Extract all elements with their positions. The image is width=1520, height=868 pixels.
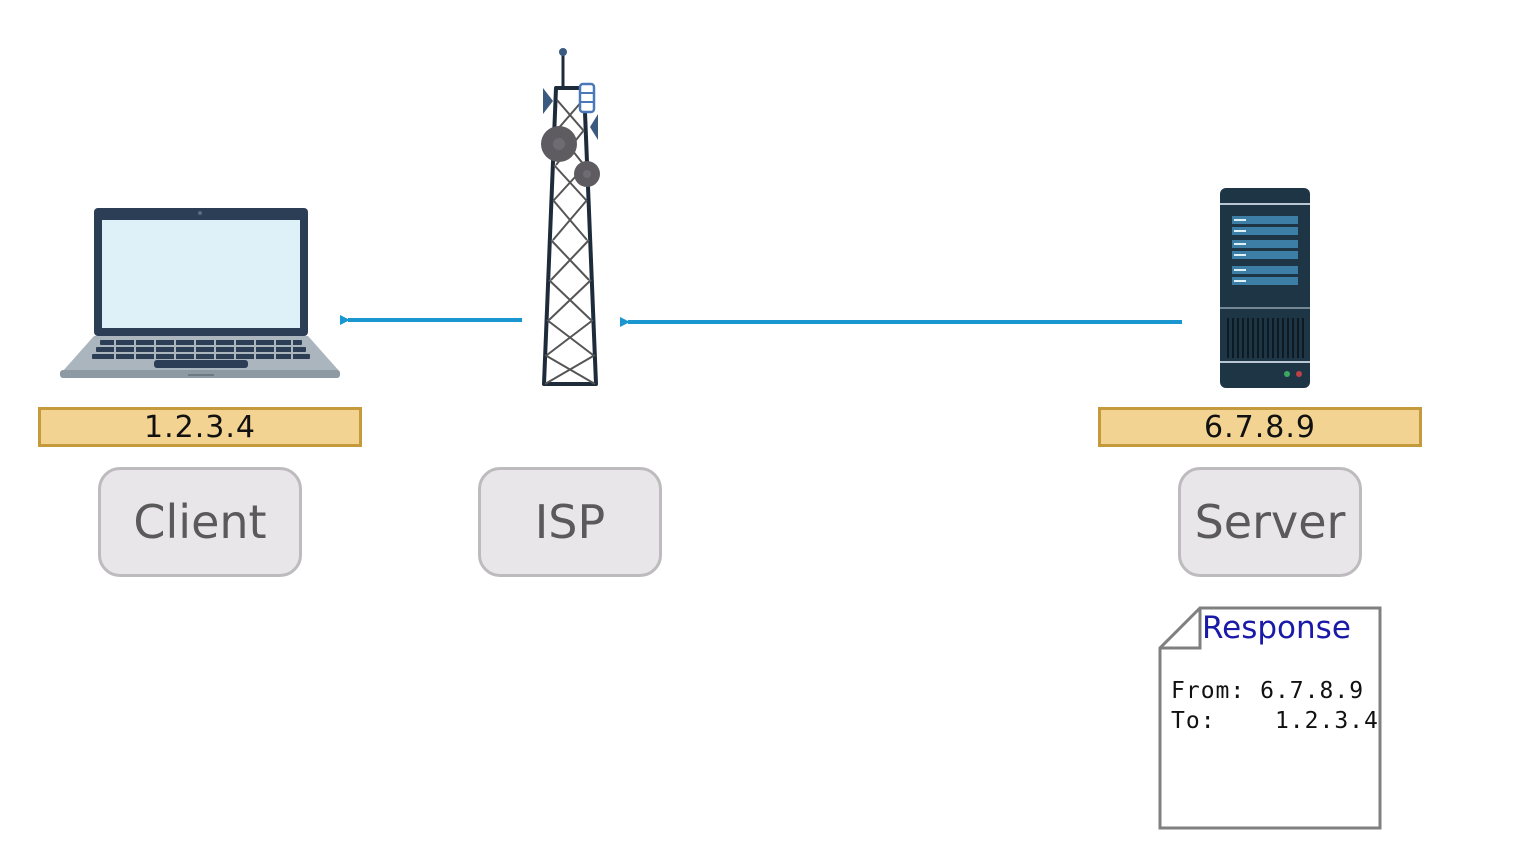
packet-to-line: To: 1.2.3.4 — [1171, 708, 1379, 734]
server-ip-box: 6.7.8.9 — [1098, 407, 1422, 447]
server-label: Server — [1178, 467, 1362, 577]
packet-from-label: From: — [1171, 678, 1246, 704]
cell-tower-icon — [541, 48, 600, 386]
server-icon — [1220, 188, 1310, 388]
isp-label: ISP — [478, 467, 662, 577]
response-packet-icon — [1158, 606, 1382, 830]
packet-title: Response — [1202, 610, 1351, 646]
laptop-icon — [60, 208, 340, 378]
packet-from-line: From: 6.7.8.9 — [1171, 678, 1364, 704]
packet-from-value: 6.7.8.9 — [1260, 678, 1365, 704]
client-label: Client — [98, 467, 302, 577]
packet-to-label: To: — [1171, 708, 1216, 734]
client-ip-box: 1.2.3.4 — [38, 407, 362, 447]
packet-to-value: 1.2.3.4 — [1274, 708, 1379, 734]
